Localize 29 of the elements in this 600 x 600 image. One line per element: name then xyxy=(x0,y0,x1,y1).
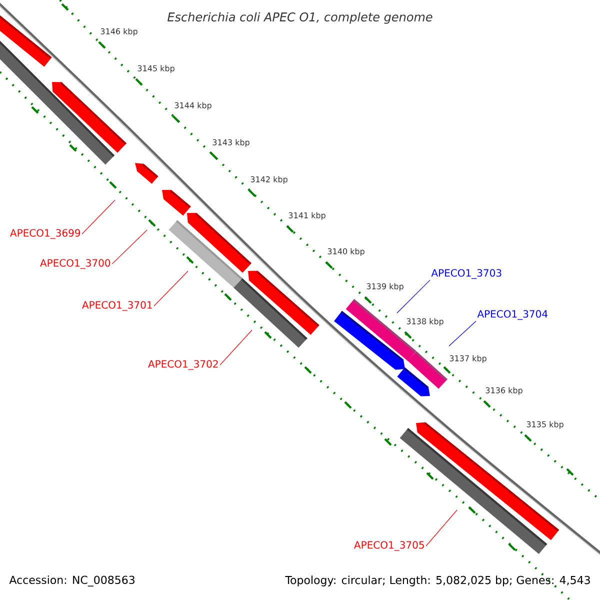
tick-label: 3138 kbp xyxy=(406,318,444,326)
tick-label: 3136 kbp xyxy=(486,387,522,395)
leader-line xyxy=(396,280,430,314)
tick-label: 3135 kbp xyxy=(526,421,564,429)
leader-line xyxy=(154,270,188,306)
gene-label: APECO1_3701 xyxy=(82,301,152,311)
tick-label: 3137 kbp xyxy=(450,355,486,363)
gene-label: APECO1_3705 xyxy=(354,541,424,551)
title: Escherichia coli APEC O1, complete genome xyxy=(168,12,432,24)
tick-label: 3143 kbp xyxy=(212,139,250,147)
accession-text: Accession: NC_008563 xyxy=(9,576,134,586)
leader-line xyxy=(112,230,148,264)
leader-line xyxy=(448,320,476,346)
tick-label: 3145 kbp xyxy=(138,65,174,73)
tick-label: 3141 kbp xyxy=(288,212,326,220)
tick-label: 3142 kbp xyxy=(250,176,288,184)
leader-line xyxy=(82,200,116,234)
leader-line xyxy=(220,330,252,366)
gene-label: APECO1_3699 xyxy=(10,229,80,239)
gene-label: APECO1_3702 xyxy=(148,360,218,370)
tick-label: 3146 kbp xyxy=(100,28,138,36)
gene-label: APECO1_3703 xyxy=(431,269,502,279)
tick-label: 3139 kbp xyxy=(366,283,404,291)
leader-line xyxy=(426,510,458,546)
gene-label: APECO1_3700 xyxy=(40,259,110,269)
genome-info-text: Topology: circular; Length: 5,082,025 bp; Genes: 4,543 xyxy=(285,576,590,586)
gene-label: APECO1_3704 xyxy=(477,310,548,320)
tick-label: 3144 kbp xyxy=(174,102,212,110)
tick-label: 3140 kbp xyxy=(328,248,364,256)
